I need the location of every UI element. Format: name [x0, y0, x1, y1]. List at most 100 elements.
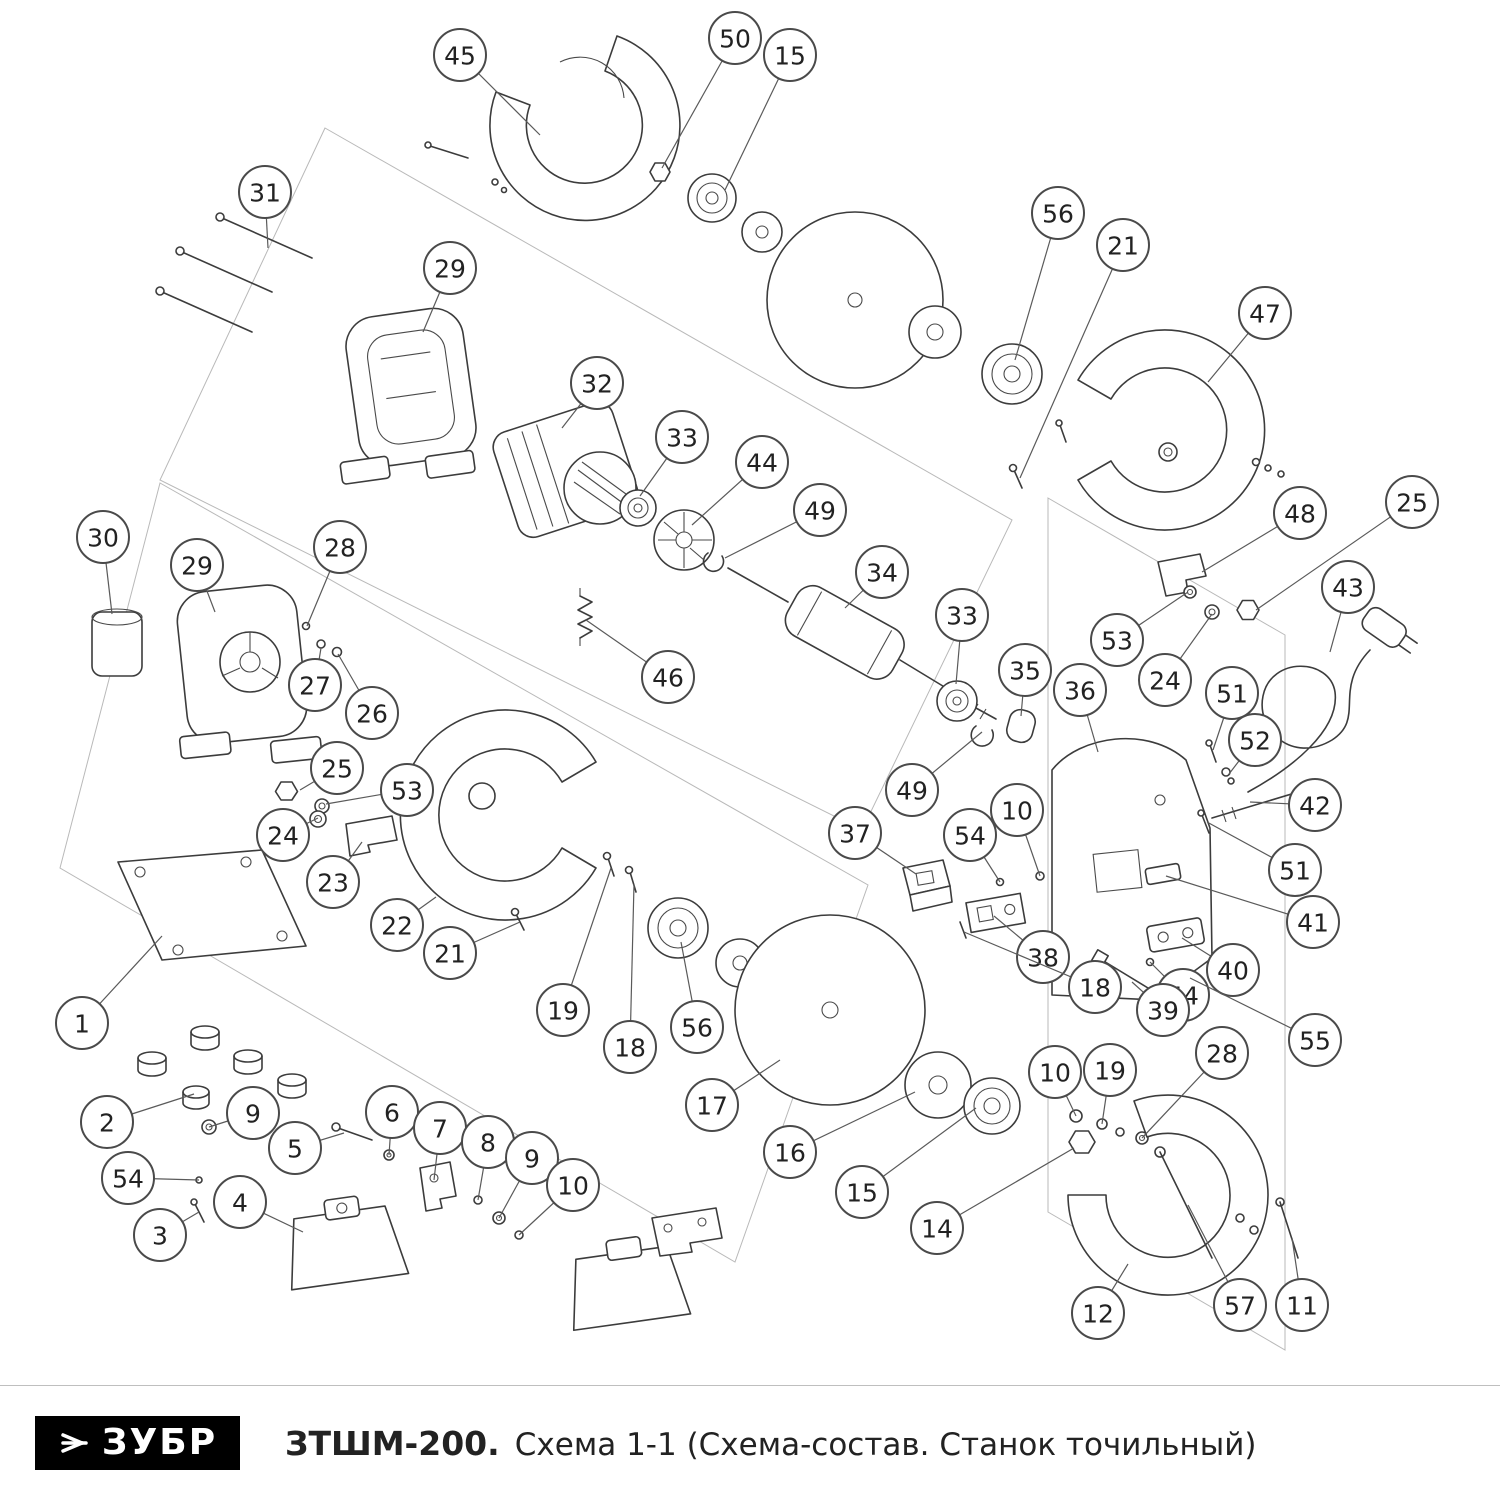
- wheel-guard-center-left: [274, 709, 597, 931]
- callout-12: 12: [1071, 1263, 1129, 1340]
- callout-5: 5: [268, 1121, 345, 1175]
- svg-text:7: 7: [432, 1115, 448, 1144]
- svg-text:52: 52: [1239, 727, 1271, 756]
- svg-text:54: 54: [954, 822, 986, 851]
- eye-shield-right: [572, 1207, 723, 1332]
- callout-6: 6: [365, 1085, 419, 1156]
- callout-49: 49: [724, 483, 847, 559]
- svg-text:50: 50: [719, 25, 751, 54]
- callout-34: 34: [844, 545, 909, 609]
- wheel-guard-bottom-right: [1067, 1094, 1299, 1296]
- callout-53: 53: [1090, 591, 1189, 667]
- callout-24: 24: [256, 808, 319, 862]
- svg-text:38: 38: [1027, 944, 1059, 973]
- svg-text:28: 28: [324, 534, 356, 563]
- svg-text:31: 31: [249, 179, 281, 208]
- svg-text:48: 48: [1284, 500, 1316, 529]
- svg-text:29: 29: [181, 552, 213, 581]
- callout-4: 4: [213, 1175, 304, 1233]
- motor-stator: [492, 401, 639, 539]
- callout-33: 33: [935, 588, 989, 685]
- svg-text:32: 32: [581, 370, 613, 399]
- svg-text:53: 53: [1101, 627, 1133, 656]
- svg-text:24: 24: [1149, 667, 1181, 696]
- svg-text:49: 49: [896, 777, 928, 806]
- callout-29: 29: [170, 538, 224, 613]
- svg-text:9: 9: [524, 1145, 540, 1174]
- svg-text:41: 41: [1297, 909, 1329, 938]
- callout-15: 15: [724, 28, 817, 191]
- callout-21: 21: [1019, 218, 1150, 479]
- callout-49: 49: [885, 731, 983, 817]
- svg-text:55: 55: [1299, 1027, 1331, 1056]
- svg-text:51: 51: [1279, 857, 1311, 886]
- callout-7: 7: [413, 1101, 467, 1181]
- svg-text:3: 3: [152, 1222, 168, 1251]
- svg-text:22: 22: [381, 912, 413, 941]
- svg-text:29: 29: [434, 255, 466, 284]
- callout-45: 45: [433, 28, 541, 136]
- exploded-diagram: [59, 35, 1418, 1351]
- callout-48: 48: [1201, 486, 1327, 573]
- callout-10: 10: [990, 783, 1044, 877]
- callout-10: 10: [518, 1158, 600, 1236]
- callout-39: 39: [1131, 981, 1190, 1037]
- callout-57: 57: [1187, 1204, 1267, 1332]
- svg-text:21: 21: [1107, 232, 1139, 261]
- spindle-nut-and-flange: [649, 162, 783, 253]
- callout-33: 33: [639, 410, 709, 497]
- svg-text:10: 10: [557, 1172, 589, 1201]
- callout-38: 38: [993, 915, 1070, 984]
- svg-text:28: 28: [1206, 1040, 1238, 1069]
- svg-text:46: 46: [652, 664, 684, 693]
- grinding-wheel-bottom: [602, 851, 926, 1106]
- callout-35: 35: [998, 643, 1052, 717]
- seal-ring: [1005, 708, 1037, 744]
- callout-52: 52: [1228, 713, 1282, 775]
- svg-text:19: 19: [547, 997, 579, 1026]
- callout-51: 51: [1205, 666, 1259, 751]
- wheel-guard-top-left: [424, 35, 681, 222]
- flange-set-right: [904, 1051, 1149, 1154]
- motor-end-cover-front: [176, 584, 343, 764]
- svg-text:1: 1: [74, 1010, 90, 1039]
- callout-19: 19: [1083, 1043, 1137, 1125]
- svg-text:56: 56: [681, 1014, 713, 1043]
- eye-shield-left: [290, 1195, 410, 1291]
- svg-text:9: 9: [245, 1100, 261, 1129]
- callout-14: 14: [910, 1147, 1075, 1255]
- callout-17: 17: [685, 1059, 781, 1132]
- callout-54: 54: [943, 808, 1001, 883]
- callout-36: 36: [1053, 663, 1107, 753]
- callout-11: 11: [1275, 1237, 1329, 1332]
- svg-text:16: 16: [774, 1139, 806, 1168]
- svg-text:24: 24: [267, 822, 299, 851]
- svg-text:27: 27: [299, 672, 331, 701]
- motor-end-cover-rear: [339, 307, 477, 485]
- callout-32: 32: [561, 356, 624, 429]
- svg-text:54: 54: [112, 1165, 144, 1194]
- svg-text:45: 45: [444, 42, 476, 71]
- callout-29: 29: [422, 241, 477, 333]
- svg-text:4: 4: [232, 1189, 248, 1218]
- callout-25: 25: [299, 741, 364, 795]
- bearing-front: [619, 489, 657, 527]
- callout-56: 56: [1014, 186, 1085, 361]
- svg-text:17: 17: [696, 1092, 728, 1121]
- svg-text:49: 49: [804, 497, 836, 526]
- svg-text:6: 6: [384, 1099, 400, 1128]
- svg-text:56: 56: [1042, 200, 1074, 229]
- motor-rotor-shaft: [727, 567, 997, 720]
- callout-54: 54: [101, 1151, 200, 1205]
- svg-text:30: 30: [87, 524, 119, 553]
- svg-text:36: 36: [1064, 677, 1096, 706]
- callout-21: 21: [423, 921, 521, 980]
- base-plate: [117, 849, 307, 961]
- svg-text:8: 8: [480, 1129, 496, 1158]
- callout-3: 3: [133, 1208, 200, 1262]
- svg-text:21: 21: [434, 940, 466, 969]
- callout-56: 56: [670, 941, 724, 1054]
- callout-40: 40: [1181, 937, 1260, 997]
